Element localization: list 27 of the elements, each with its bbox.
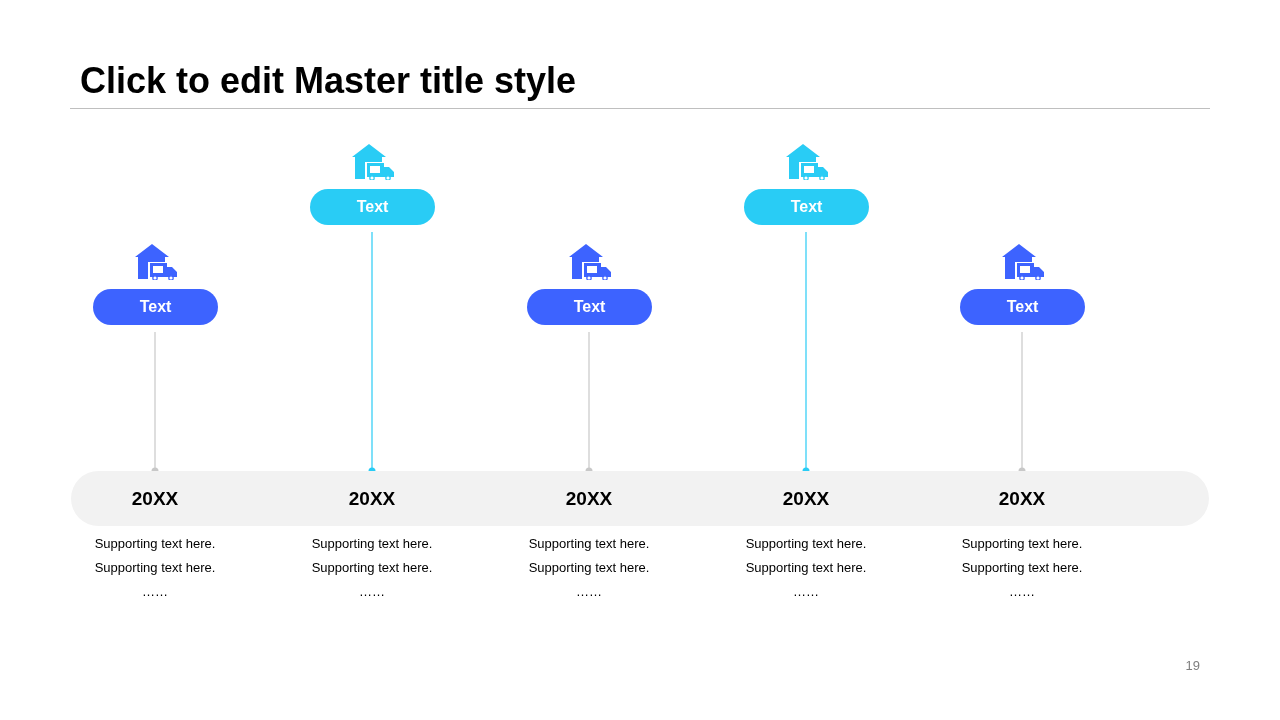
milestone-pill: Text (960, 289, 1085, 325)
supporting-text: Supporting text here. (960, 536, 1084, 551)
year-label: 20XX (131, 487, 179, 510)
slide-title: Click to edit Master title style (80, 60, 577, 102)
supporting-text: Supporting text here. (93, 560, 217, 575)
ellipsis-text: …… (792, 584, 820, 599)
supporting-text: Supporting text here. (527, 560, 651, 575)
supporting-text: Supporting text here. (93, 536, 217, 551)
year-label: 20XX (348, 487, 396, 510)
supporting-text: Supporting text here. (310, 536, 434, 551)
ellipsis-text: …… (141, 584, 169, 599)
page-number: 19 (1185, 658, 1200, 673)
milestone-pill: Text (527, 289, 652, 325)
supporting-text: Supporting text here. (960, 560, 1084, 575)
year-label: 20XX (565, 487, 613, 510)
supporting-text: Supporting text here. (310, 560, 434, 575)
ellipsis-text: …… (358, 584, 386, 599)
supporting-text: Supporting text here. (527, 536, 651, 551)
ellipsis-text: …… (575, 584, 603, 599)
milestone-pill: Text (93, 289, 218, 325)
year-label: 20XX (782, 487, 830, 510)
supporting-text: Supporting text here. (744, 536, 868, 551)
milestone-pill: Text (310, 189, 435, 225)
year-label: 20XX (998, 487, 1046, 510)
ellipsis-text: …… (1008, 584, 1036, 599)
supporting-text: Supporting text here. (744, 560, 868, 575)
milestone-pill: Text (744, 189, 869, 225)
